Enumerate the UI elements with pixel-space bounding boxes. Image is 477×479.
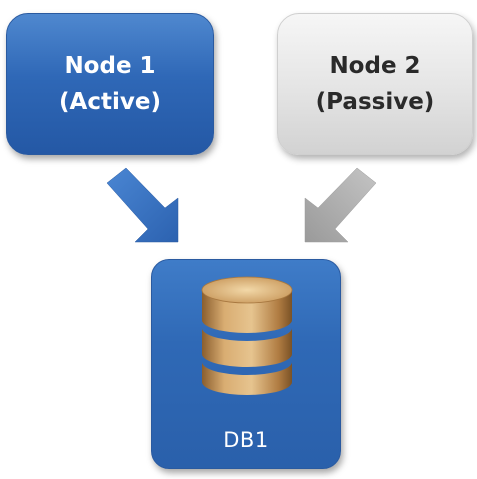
node-1-status: (Active): [59, 89, 161, 115]
node-2-title: Node 2: [329, 53, 421, 79]
passive-arrow-icon: [304, 167, 377, 243]
node-1-active-box: Node 1 (Active): [6, 13, 214, 155]
database-label: DB1: [223, 428, 269, 452]
active-arrow-icon: [106, 167, 179, 243]
database-cylinder-icon: [201, 276, 293, 395]
node-2-passive-box: Node 2 (Passive): [277, 13, 473, 155]
node-1-title: Node 1: [64, 53, 156, 79]
node-2-status: (Passive): [315, 89, 435, 115]
database-box: DB1: [151, 259, 341, 469]
